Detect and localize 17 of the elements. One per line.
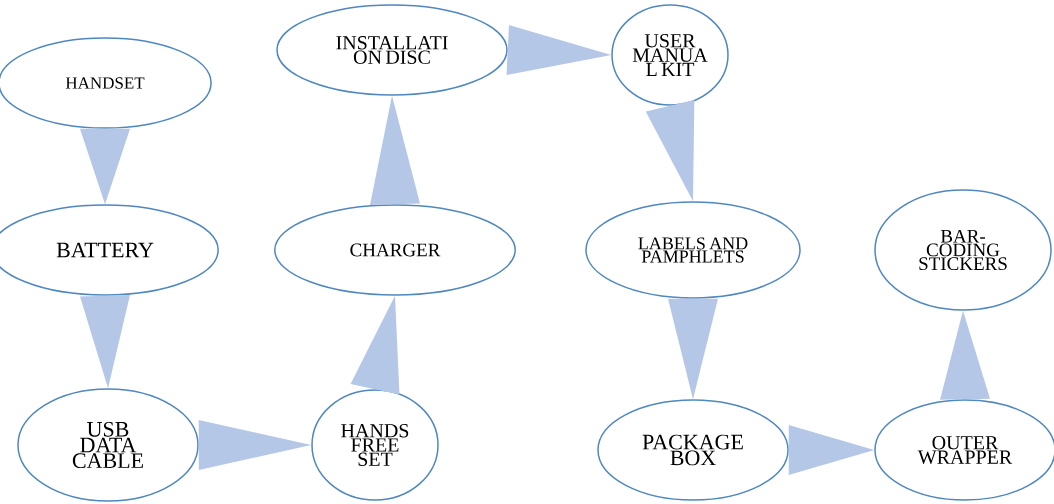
- arrow: [940, 310, 990, 400]
- arrow: [506, 25, 612, 75]
- arrow: [198, 420, 312, 470]
- arrow: [80, 294, 130, 389]
- oval-node: HANDS FREE SET: [311, 389, 439, 501]
- oval-node: USB DATA CABLE: [17, 388, 199, 502]
- arrow: [370, 95, 420, 205]
- oval-node: CHARGER: [274, 204, 516, 296]
- oval-node: USER MANUA L KIT: [611, 4, 729, 106]
- oval-node: INSTALLATI ON DISC: [276, 4, 508, 96]
- oval-node: LABELS AND PAMPHLETS: [585, 201, 801, 299]
- arrow: [80, 128, 130, 205]
- arrow: [668, 298, 718, 400]
- arrow: [788, 425, 875, 475]
- oval-node: BAR- CODING STICKERS: [874, 189, 1052, 311]
- arrow: [350, 295, 400, 395]
- oval-node: PACKAGE BOX: [597, 399, 789, 501]
